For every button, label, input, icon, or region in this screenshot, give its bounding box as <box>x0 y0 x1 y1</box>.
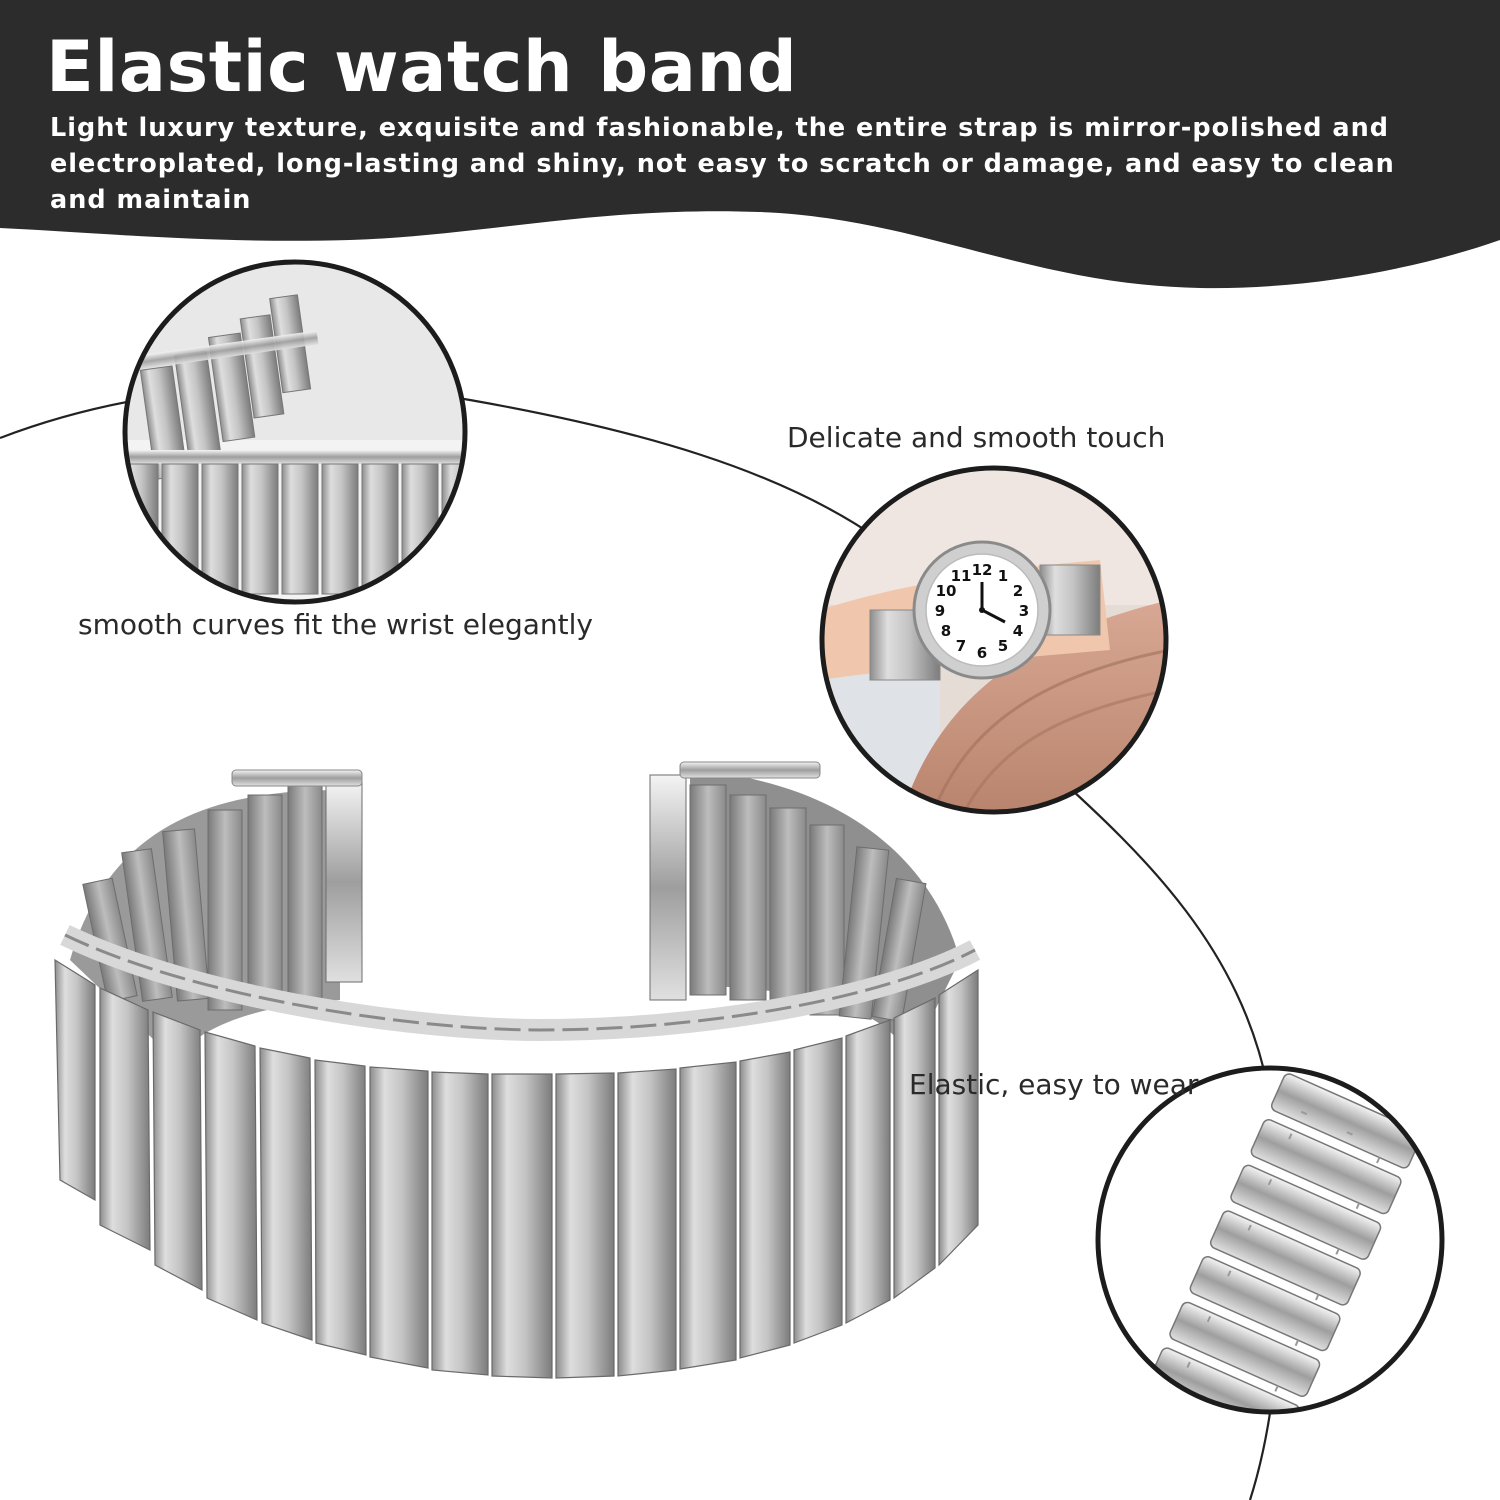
feature-caption-elastic: Elastic, easy to wear <box>909 1068 1199 1101</box>
watch-numeral: 9 <box>935 602 945 620</box>
watch-numeral: 5 <box>998 637 1008 655</box>
watch-numeral: 3 <box>1019 602 1029 620</box>
watch-numeral: 6 <box>977 644 987 662</box>
feature-caption-touch: Delicate and smooth touch <box>787 421 1166 454</box>
watch-numeral: 7 <box>956 637 966 655</box>
feature-caption-curves: smooth curves fit the wrist elegantly <box>78 608 593 641</box>
page-title: Elastic watch band <box>46 26 798 108</box>
header-wave-background <box>0 0 1500 289</box>
watch-numeral: 10 <box>936 582 957 600</box>
page-subtitle: Light luxury texture, exquisite and fash… <box>50 113 1395 215</box>
link-detail-image <box>1098 1068 1442 1412</box>
watch-numeral: 11 <box>951 567 972 585</box>
watch-numeral: 2 <box>1013 582 1023 600</box>
watch-numeral: 8 <box>941 622 951 640</box>
watch-numeral: 1 <box>998 567 1008 585</box>
watch-numeral: 4 <box>1013 622 1023 640</box>
watch-numeral: 12 <box>972 561 993 579</box>
watch-on-wrist-image: 12 1 2 3 4 5 6 7 8 9 10 11 <box>822 468 1166 812</box>
watch-band-main-image <box>54 761 981 1379</box>
